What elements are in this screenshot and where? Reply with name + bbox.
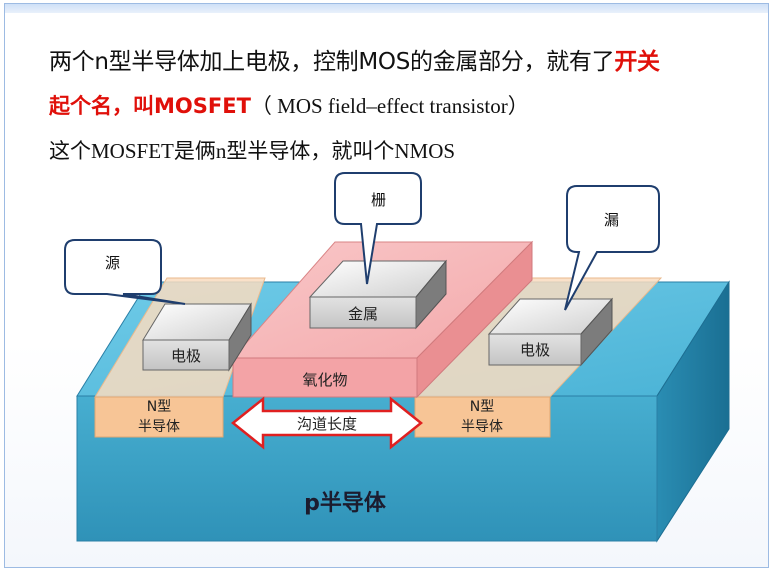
metal-label: 金属 (348, 305, 378, 323)
slide-top-bar (5, 4, 768, 13)
text-line-2: 起个名，叫MOSFET（ MOS field–effect transistor… (49, 90, 529, 120)
oxide-label: 氧化物 (302, 371, 347, 389)
drain-label: 漏 (604, 211, 619, 229)
n-right-label-1: N型 (470, 399, 494, 415)
slide: 两个n型半导体加上电极，控制MOS的金属部分，就有了开关 起个名，叫MOSFET… (4, 3, 769, 568)
mosfet-diagram: 源 栅 漏 电极 金属 电极 氧化物 N型 半导体 N型 半导体 沟道长度 p半… (64, 172, 730, 543)
electrode-right (487, 297, 614, 367)
line1-highlight: 开关 (614, 49, 660, 75)
n-left-label-2: 半导体 (138, 419, 180, 435)
callout-drain (564, 185, 660, 311)
electrode-right-label: 电极 (520, 341, 550, 359)
substrate-label: p半导体 (304, 491, 387, 516)
callout-gate (334, 172, 422, 285)
n-right-label-2: 半导体 (461, 419, 503, 435)
channel-length-arrow (230, 396, 424, 450)
line1-text: 两个n型半导体加上电极，控制MOS的金属部分，就有了 (49, 49, 615, 75)
text-line-3: 这个MOSFET是俩n型半导体，就叫个NMOS (49, 139, 456, 163)
callout-source (64, 239, 186, 305)
line2-text: （ MOS field–effect transistor） (250, 94, 529, 118)
gate-label: 栅 (371, 191, 386, 209)
electrode-left (142, 302, 252, 372)
metal-gate (308, 259, 448, 330)
electrode-left-label: 电极 (171, 347, 201, 365)
channel-length-label: 沟道长度 (297, 415, 357, 433)
n-left-label-1: N型 (147, 399, 171, 415)
text-line-1: 两个n型半导体加上电极，控制MOS的金属部分，就有了开关 (49, 42, 660, 76)
source-label: 源 (105, 254, 120, 272)
line2-highlight: 起个名，叫MOSFET (49, 94, 251, 118)
